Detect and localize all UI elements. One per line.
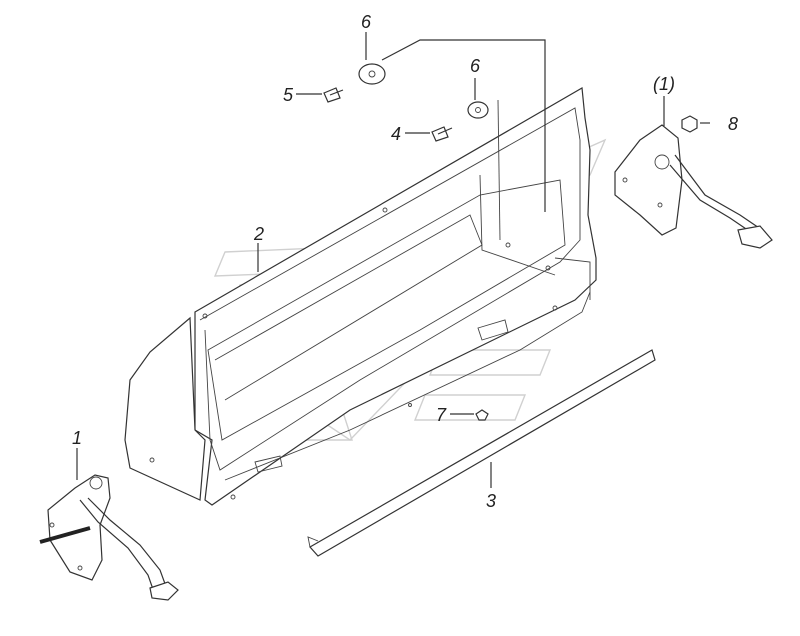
leader-lines: [76, 32, 710, 488]
callout-4: 4: [391, 124, 401, 144]
fasteners: [323, 63, 698, 421]
panel-assembly: [124, 87, 597, 506]
bolt-5: [323, 87, 341, 103]
callout-2: 2: [253, 224, 264, 244]
washer-lower: [467, 101, 489, 119]
callout-3: 3: [486, 491, 496, 511]
callout-6-upper: 6: [361, 12, 372, 32]
hinge-right: [614, 124, 773, 249]
nut-8: [681, 115, 698, 133]
hinge-left: [39, 474, 179, 601]
sealing-strip: [307, 349, 656, 557]
callout-1-left: 1: [72, 428, 82, 448]
callout-1-right: (1): [653, 74, 675, 94]
bolt-4: [431, 126, 449, 142]
callout-7: 7: [436, 405, 447, 425]
callout-6-lower: 6: [470, 56, 481, 76]
callout-8: 8: [728, 114, 738, 134]
washer-upper: [358, 63, 386, 85]
callout-5: 5: [283, 85, 294, 105]
rivet-7: [475, 409, 489, 421]
